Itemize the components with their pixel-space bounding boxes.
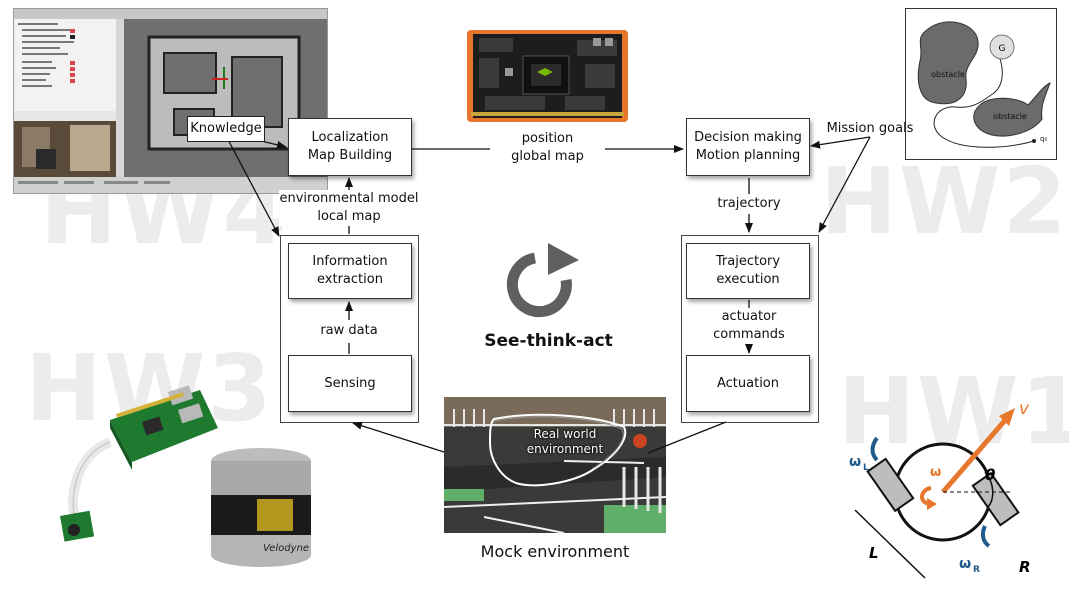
motion-control-group-frame — [681, 235, 819, 423]
omega-label: ω — [930, 465, 941, 480]
trajectory-execution-box: Trajectory execution — [686, 243, 810, 299]
watermark-hw1: HW1 — [838, 358, 1069, 465]
raspberry-pi-image — [50, 370, 220, 560]
rviz-screenshot-drawing — [14, 9, 327, 193]
start-label: q₀ — [1040, 135, 1047, 143]
sensing-box: Sensing — [288, 355, 412, 412]
wheel-radius-label: R — [1019, 558, 1031, 576]
perception-group-frame — [280, 235, 419, 423]
differential-drive-diagram: v ω θ ω L ω R L R — [835, 400, 1040, 580]
information-extraction-box: Information extraction — [288, 243, 412, 299]
jetson-board-image — [465, 28, 630, 124]
knowledge-box: Knowledge — [187, 116, 265, 142]
actuator-commands-label: actuator commands — [713, 309, 785, 342]
velodyne-label: Velodyne — [263, 543, 309, 554]
rviz-screenshot — [13, 8, 328, 194]
watermark-hw2: HW2 — [820, 148, 1069, 255]
cycle-icon — [506, 243, 579, 318]
arrow-environment-to-sensing — [352, 421, 445, 453]
omega-left-subscript: L — [863, 463, 869, 473]
position-global-map-label: position global map — [511, 131, 584, 164]
environmental-model-label: environmental model local map — [279, 190, 419, 226]
omega-left-label: ω — [849, 454, 861, 470]
raw-data-label: raw data — [309, 322, 389, 340]
mock-environment-photo: Real world environment — [444, 397, 666, 533]
configuration-space-map: G obstacle obstacle q₀ — [905, 8, 1057, 160]
real-world-label: Real world environment — [526, 427, 604, 456]
see-think-act-label: See-think-act — [484, 331, 613, 351]
mission-goals-label: Mission goals — [826, 121, 914, 136]
wheelbase-label: L — [869, 544, 879, 562]
arrow-mission-to-decision — [810, 136, 871, 149]
theta-label: θ — [985, 466, 995, 484]
trajectory-label: trajectory — [708, 195, 790, 213]
decision-making-box: Decision making Motion planning — [686, 118, 810, 176]
actuation-box: Actuation — [686, 355, 810, 412]
obstacle-label-2: obstacle — [993, 112, 1027, 121]
velodyne-lidar-image: Velodyne — [205, 445, 317, 573]
mock-environment-caption: Mock environment — [480, 542, 630, 561]
omega-right-subscript: R — [973, 565, 980, 575]
obstacle-label-1: obstacle — [931, 70, 965, 79]
velocity-label: v — [1019, 400, 1030, 419]
omega-right-label: ω — [959, 556, 971, 572]
goal-label: G — [999, 44, 1006, 54]
localization-map-building-box: Localization Map Building — [288, 118, 412, 176]
